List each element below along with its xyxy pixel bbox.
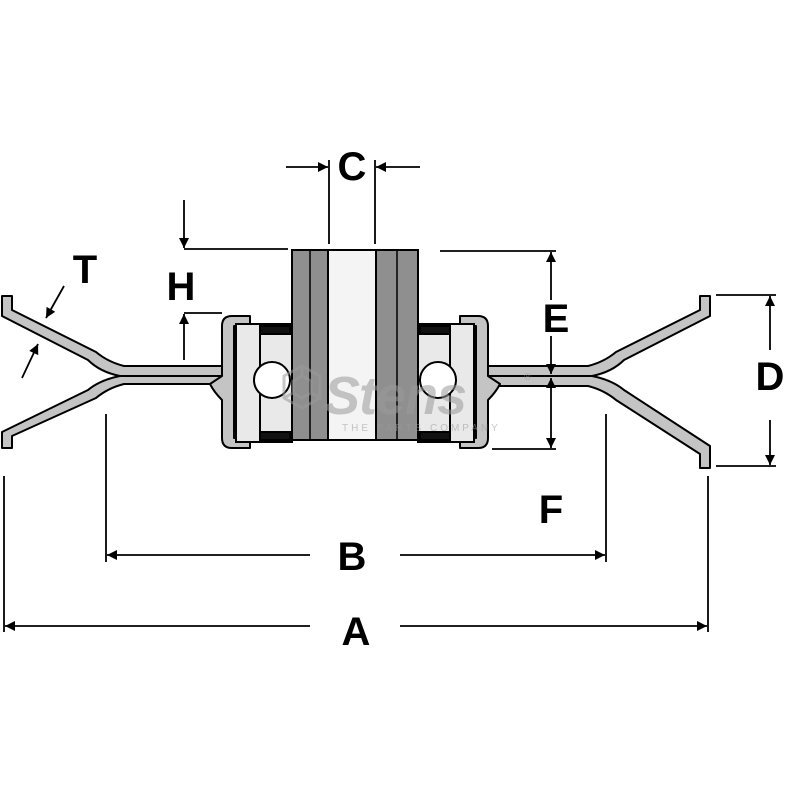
dimension-label-c: C bbox=[338, 145, 367, 189]
dimension-label-e: E bbox=[543, 297, 570, 341]
bushing bbox=[291, 249, 419, 441]
left-hub-housing bbox=[209, 315, 251, 449]
left-ball bbox=[253, 361, 291, 399]
watermark-tagline: THE PARTS COMPANY bbox=[342, 423, 501, 434]
right-bearing bbox=[417, 323, 475, 443]
dimension-label-b: B bbox=[338, 535, 367, 579]
dimension-label-f: F bbox=[539, 488, 563, 532]
stens-logo-mark bbox=[282, 364, 322, 410]
watermark-brand: Stens bbox=[324, 366, 466, 426]
dim-t-arrow-top bbox=[45, 285, 65, 319]
dimension-label-h: H bbox=[167, 265, 196, 309]
watermark-trademark: ® bbox=[524, 372, 534, 383]
left-lower-flange bbox=[1, 375, 233, 449]
right-hub-housing bbox=[459, 315, 501, 449]
pulley-sheave bbox=[1, 295, 711, 469]
stens-watermark: Stens THE PARTS COMPANY ® bbox=[282, 364, 534, 434]
right-upper-flange bbox=[479, 295, 711, 377]
dimension-label-t: T bbox=[73, 248, 97, 292]
dim-t-arrow-bottom bbox=[21, 343, 39, 379]
left-upper-flange bbox=[1, 295, 233, 377]
dimension-lines bbox=[3, 160, 776, 632]
bore bbox=[327, 249, 377, 441]
dimension-label-d: D bbox=[756, 355, 785, 399]
right-lower-flange bbox=[479, 375, 711, 469]
right-ball bbox=[419, 361, 457, 399]
dimension-label-a: A bbox=[342, 610, 371, 654]
